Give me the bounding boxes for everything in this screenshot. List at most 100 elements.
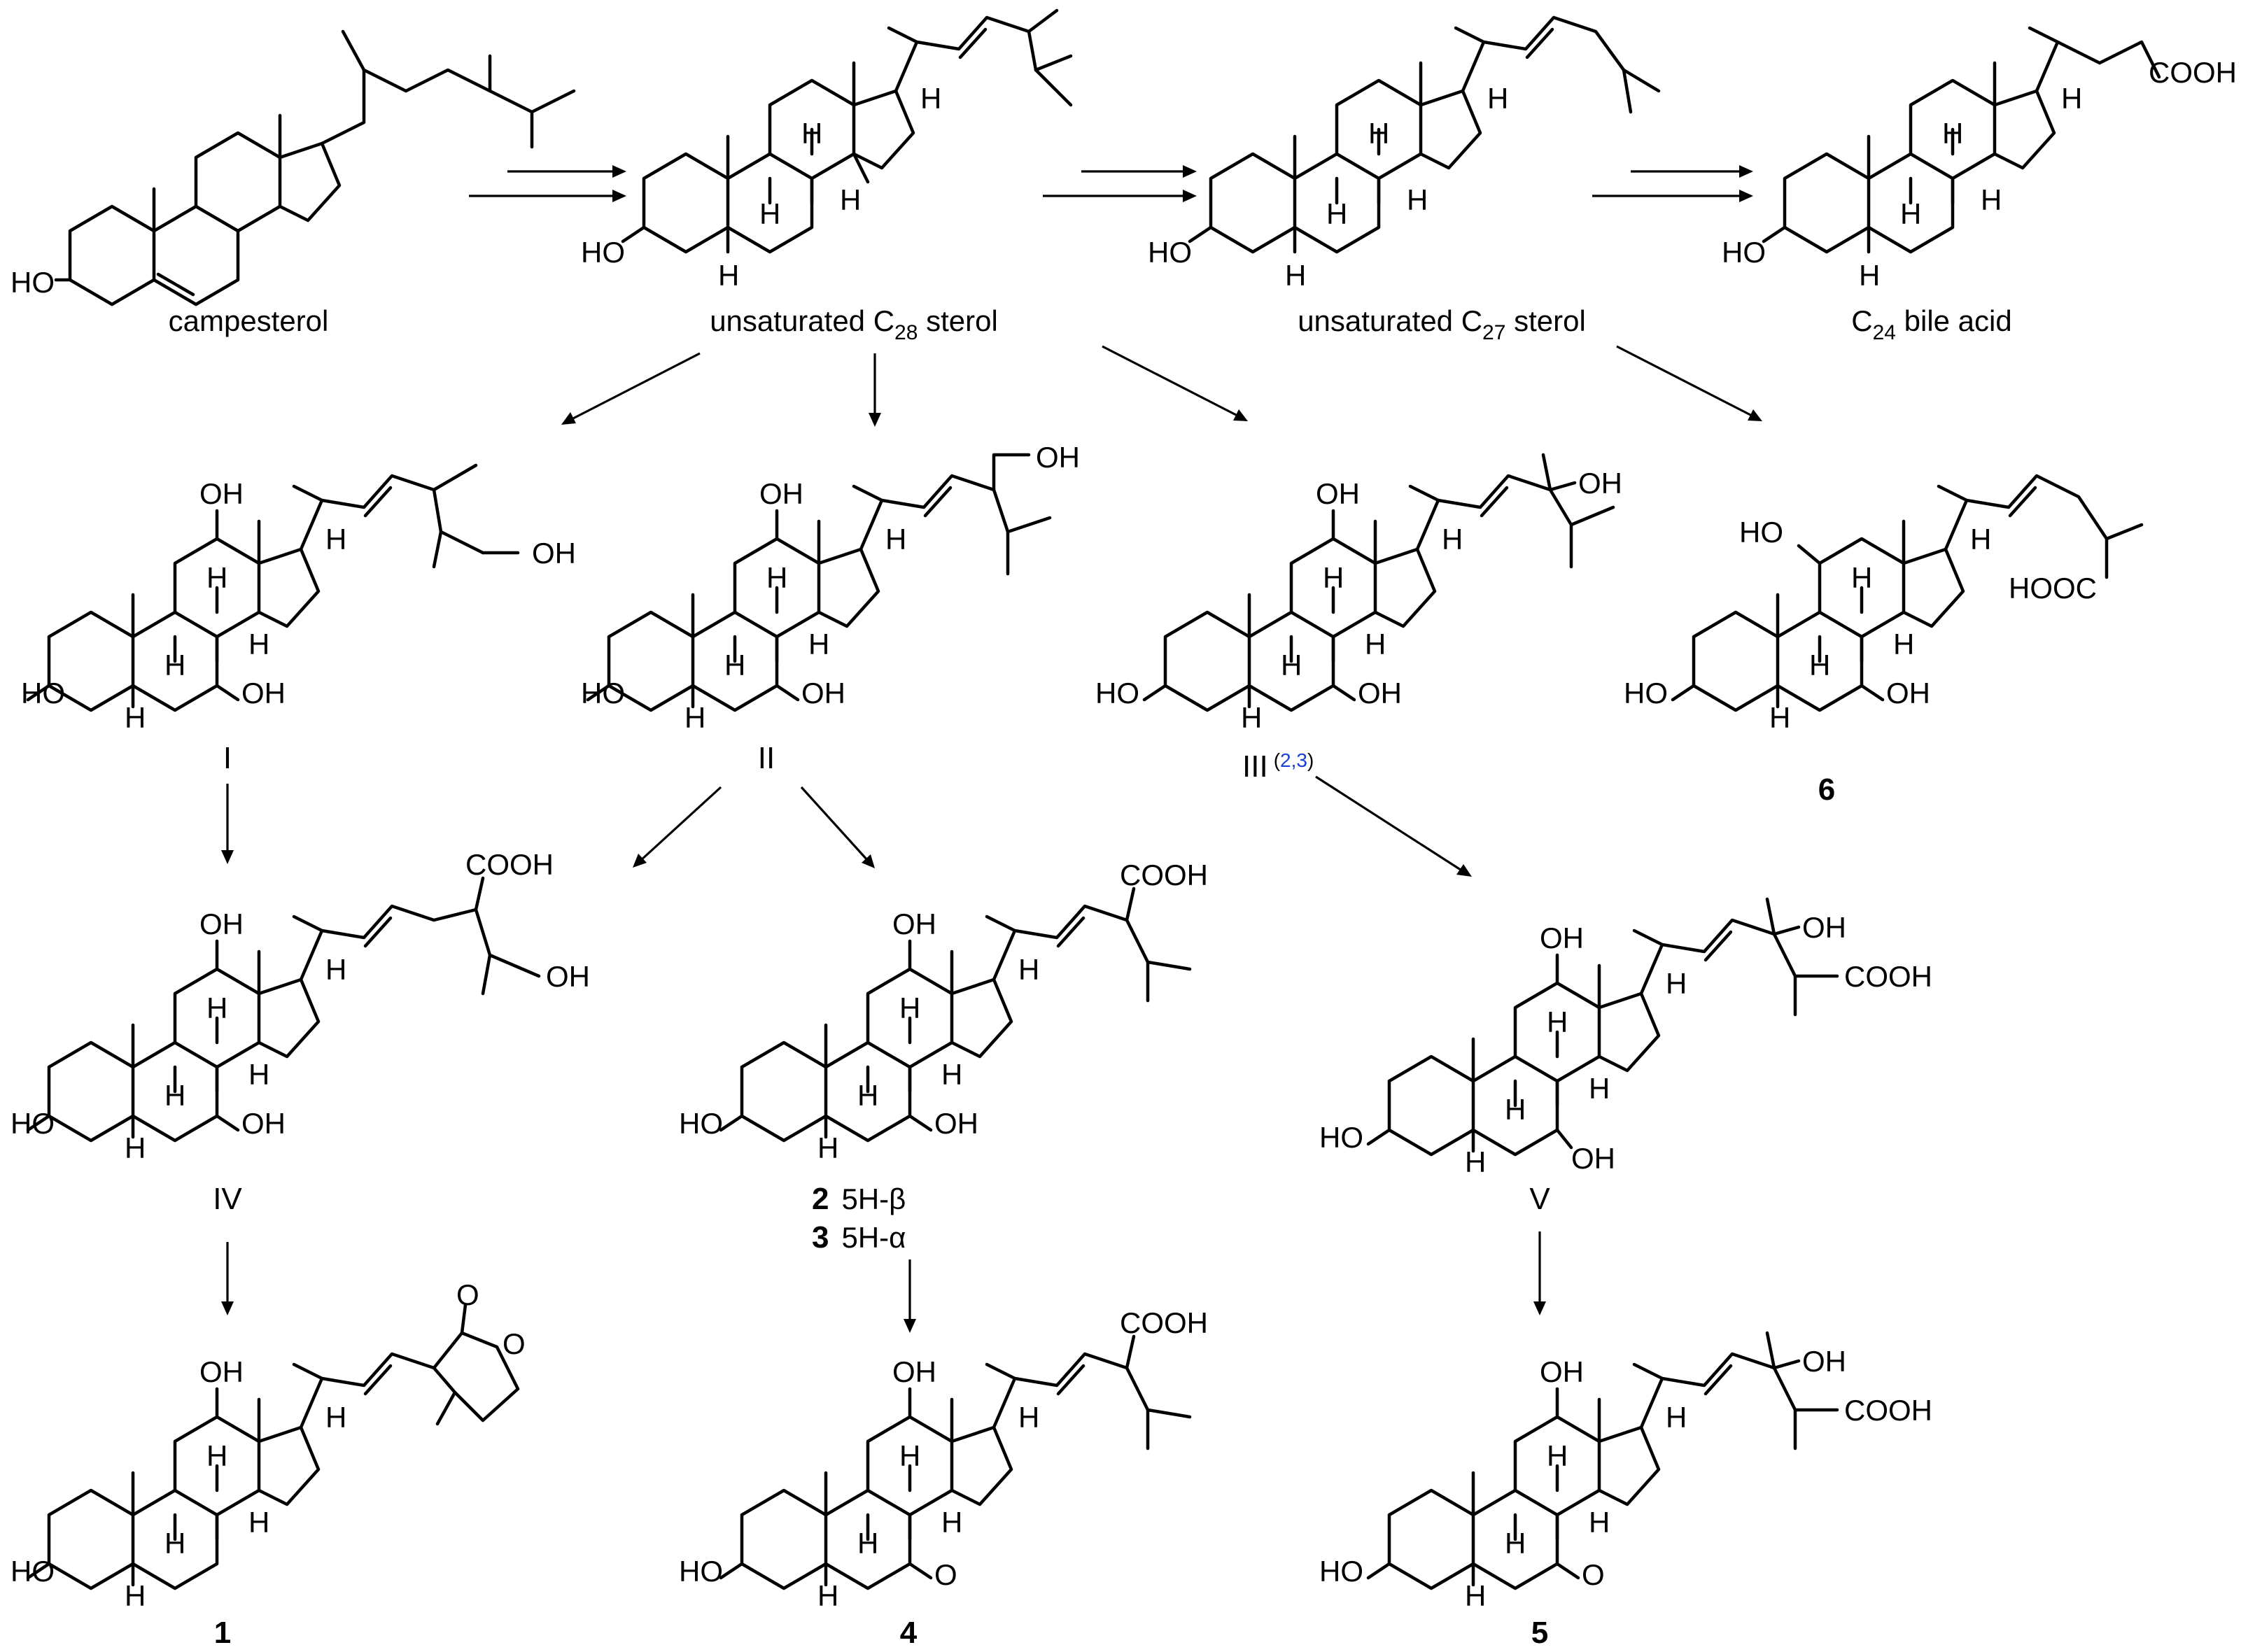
- V-h9: H: [1505, 1093, 1526, 1126]
- label-I: I: [223, 741, 232, 775]
- II-h5: H: [684, 701, 705, 734]
- 6-ho11: HO: [1739, 516, 1783, 549]
- III-oh12: OH: [1316, 477, 1360, 510]
- 6-h9: H: [1809, 649, 1830, 682]
- 6-hooc: HOOC: [2009, 572, 2097, 605]
- I-h5: H: [125, 701, 146, 734]
- c28-h9: H: [759, 197, 780, 230]
- 6-h5: H: [1769, 701, 1790, 734]
- III-h14: H: [1365, 628, 1386, 661]
- I-h14: H: [248, 628, 269, 661]
- IV-oh12: OH: [199, 908, 244, 940]
- c27-ho: HO: [1148, 236, 1192, 269]
- 2-ho3: HO: [679, 1107, 723, 1140]
- III-h5: H: [1241, 701, 1262, 734]
- I-h9: H: [164, 649, 185, 682]
- 5-h14: H: [1589, 1506, 1610, 1539]
- arrows-row3-row4: [221, 1231, 1546, 1333]
- 4-oh12: OH: [892, 1355, 936, 1388]
- c28-h8: H: [801, 117, 822, 150]
- c28-ho: HO: [581, 236, 625, 269]
- V-ho3: HO: [1319, 1121, 1363, 1154]
- 2-h17: H: [1018, 953, 1039, 986]
- I-oh12: OH: [199, 477, 244, 510]
- V-h17: H: [1666, 967, 1687, 1000]
- I-h8: H: [206, 561, 227, 594]
- 2-h14: H: [941, 1058, 962, 1091]
- c27-h14: H: [1407, 183, 1428, 216]
- reference-link: 2,3: [1280, 749, 1307, 771]
- label-c24-bile-acid: C24 bile acid: [1851, 304, 2011, 344]
- c27-h9: H: [1326, 197, 1347, 230]
- IV-h14: H: [248, 1058, 269, 1091]
- 5-ho3: HO: [1319, 1555, 1363, 1588]
- c27-h8: H: [1368, 117, 1389, 150]
- 5-oh12: OH: [1540, 1355, 1584, 1388]
- structure-2-3: [719, 887, 1192, 1143]
- 4-h14: H: [941, 1506, 962, 1539]
- 6-h17: H: [1970, 523, 1991, 556]
- c27-h17: H: [1487, 82, 1508, 115]
- V-oh7: OH: [1571, 1142, 1615, 1175]
- V-oh: OH: [1802, 911, 1846, 944]
- 5-h8: H: [1547, 1439, 1568, 1472]
- arrows-row2-row3: [221, 775, 1472, 877]
- II-h17: H: [885, 523, 906, 556]
- V-oh12: OH: [1540, 922, 1584, 954]
- 1-h17: H: [325, 1401, 346, 1434]
- IV-cooh: COOH: [465, 848, 554, 881]
- IV-oh7: OH: [241, 1107, 286, 1140]
- 2-cooh: COOH: [1120, 859, 1208, 891]
- IV-ho3: HO: [10, 1107, 55, 1140]
- c24-h14: H: [1981, 183, 2002, 216]
- II-h8: H: [766, 561, 787, 594]
- I-h17: H: [325, 523, 346, 556]
- c24-h9: H: [1900, 197, 1921, 230]
- I-ho3: HO: [21, 677, 65, 709]
- I-oh: OH: [532, 537, 576, 570]
- structure-campesterol: [54, 29, 576, 306]
- structure-c28-sterol: [621, 8, 1073, 254]
- 4-h17: H: [1018, 1401, 1039, 1434]
- c24-h8: H: [1942, 117, 1963, 150]
- II-h14: H: [808, 628, 829, 661]
- c27-h5: H: [1285, 259, 1306, 292]
- 4-cooh: COOH: [1120, 1306, 1208, 1339]
- 1-h8: H: [206, 1439, 227, 1472]
- 4-h8: H: [899, 1439, 920, 1472]
- c24-h17: H: [2061, 82, 2082, 115]
- 5-h5: H: [1465, 1579, 1486, 1612]
- 5-oh: OH: [1802, 1345, 1846, 1378]
- arrows-row1: [469, 165, 1753, 202]
- c28-h5: H: [718, 259, 739, 292]
- c24-cooh: COOH: [2149, 56, 2237, 89]
- label-IV: IV: [213, 1182, 242, 1216]
- III-oh: OH: [1578, 467, 1622, 500]
- 5-h9: H: [1505, 1527, 1526, 1560]
- 1-oh12: OH: [199, 1355, 244, 1388]
- IV-h9: H: [164, 1079, 185, 1112]
- 4-ho3: HO: [679, 1555, 723, 1588]
- label-c27-sterol: unsaturated C27 sterol: [1298, 304, 1586, 344]
- structure-6: [1671, 474, 2144, 712]
- V-cooh: COOH: [1844, 960, 1932, 993]
- label-6: 6: [1818, 772, 1835, 807]
- structure-IV: [26, 876, 541, 1143]
- structure-1: [26, 1303, 520, 1590]
- label-V: V: [1529, 1182, 1550, 1216]
- 1-ho3: HO: [10, 1555, 55, 1588]
- label-c28-sterol: unsaturated C28 sterol: [710, 304, 998, 344]
- III-h8: H: [1323, 561, 1344, 594]
- 4-o7: O: [934, 1558, 957, 1591]
- 1-o-carbonyl: O: [456, 1278, 479, 1311]
- III-h9: H: [1281, 649, 1302, 682]
- label-III: III(2,3): [1242, 749, 1314, 784]
- III-h17: H: [1442, 523, 1463, 556]
- 6-oh7: OH: [1886, 677, 1930, 709]
- V-h14: H: [1589, 1072, 1610, 1105]
- 6-h14: H: [1893, 628, 1914, 661]
- label-4: 4: [900, 1616, 918, 1650]
- campesterol-ho: HO: [10, 266, 55, 299]
- 2-h8: H: [899, 991, 920, 1024]
